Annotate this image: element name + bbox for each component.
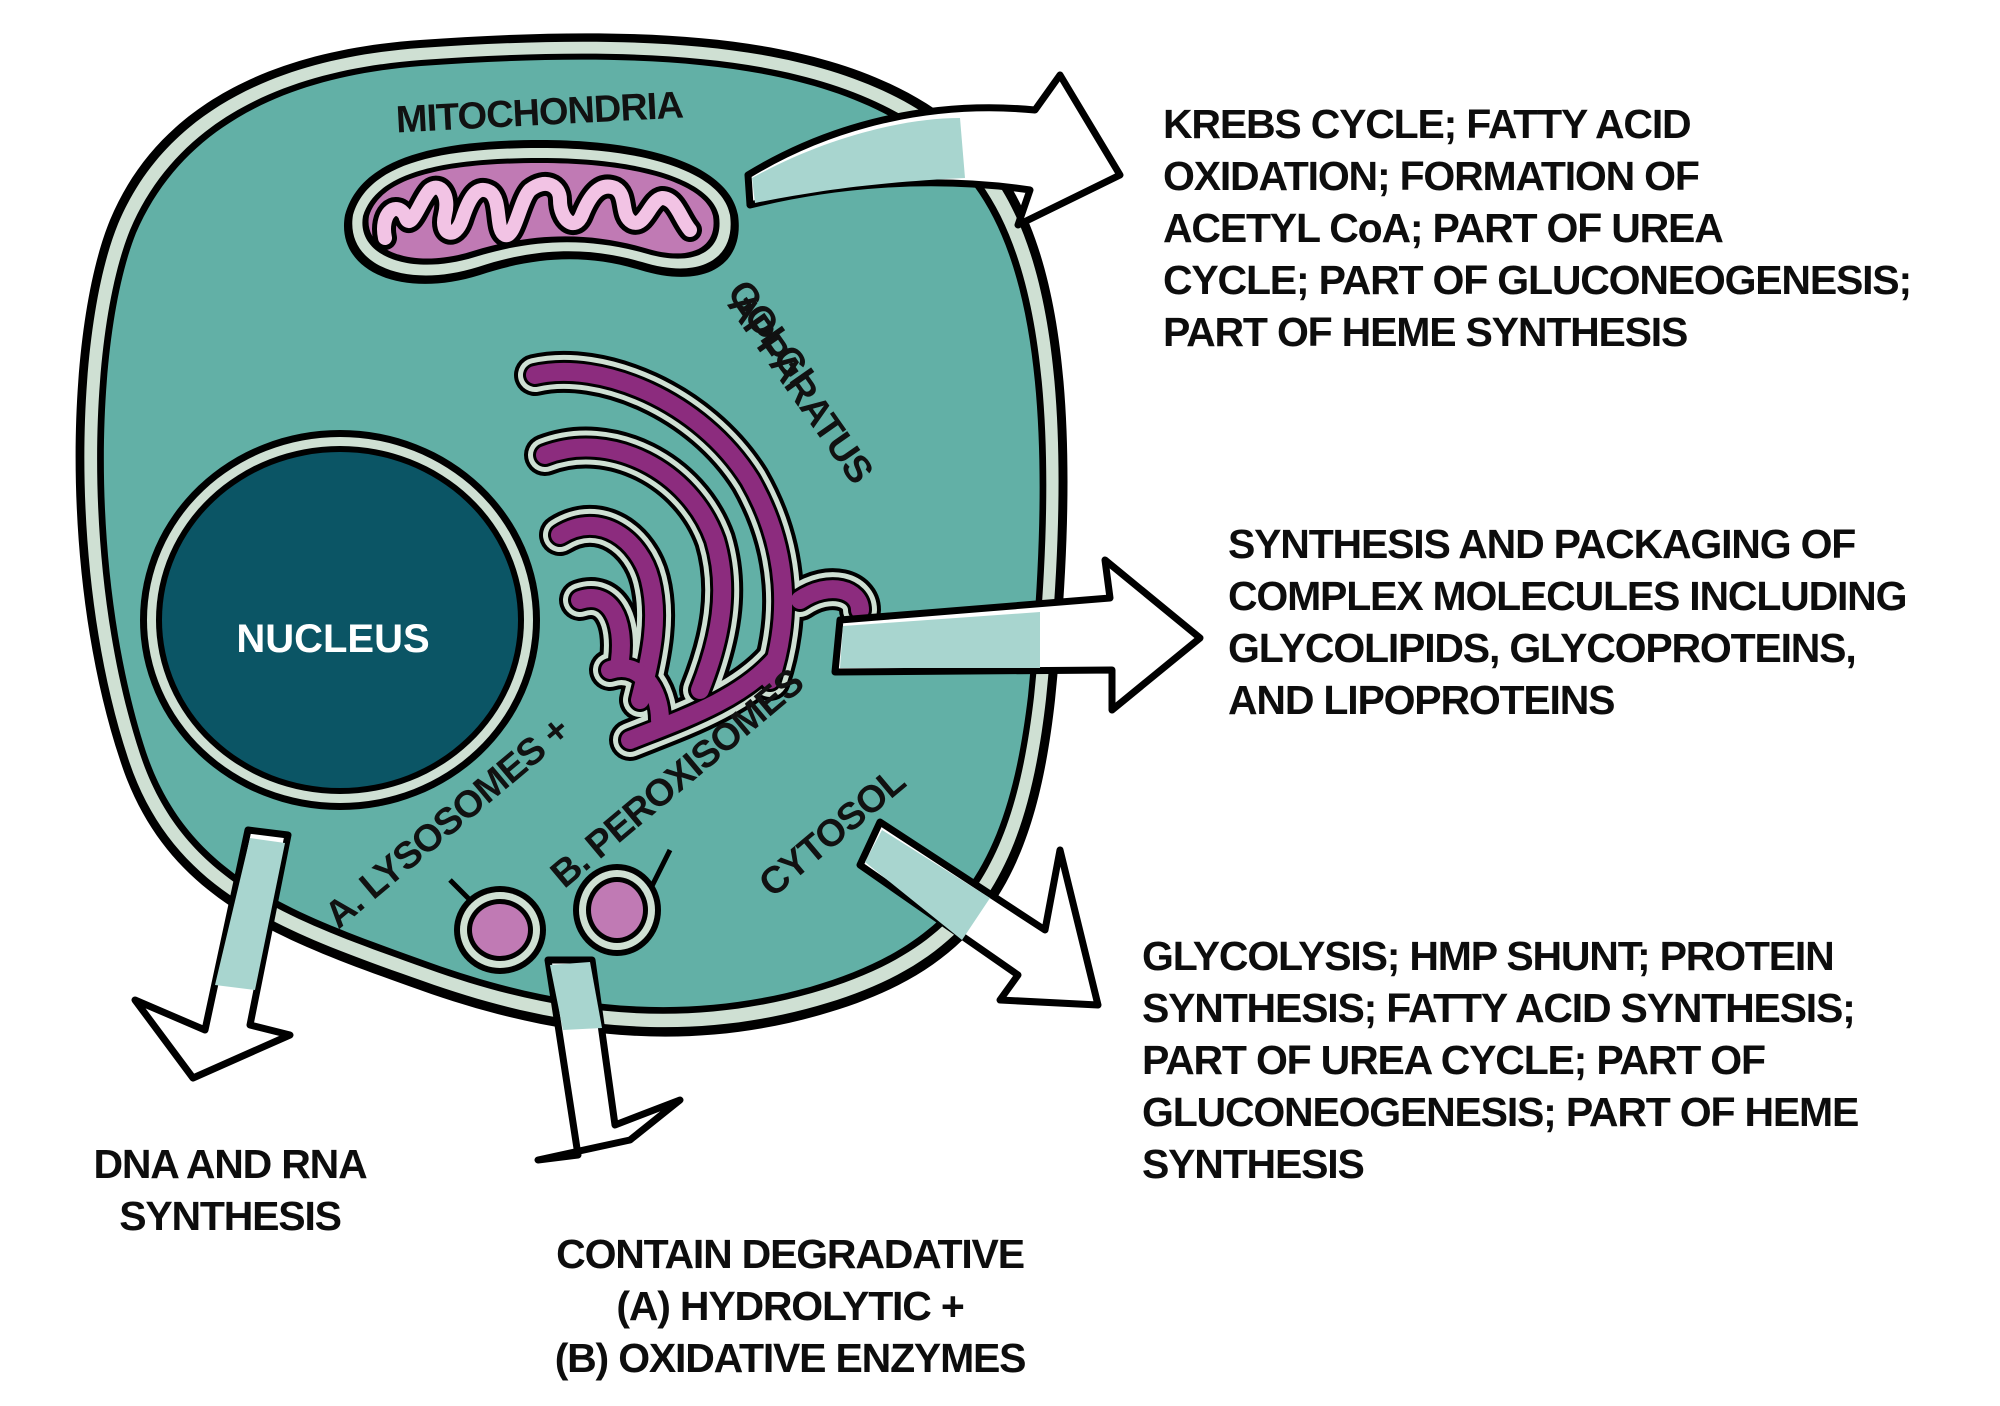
golgi-function-line: SYNTHESIS AND PACKAGING OF	[1228, 521, 1856, 567]
arrow-golgi-inside	[840, 612, 1040, 668]
nucleus-body	[162, 452, 518, 788]
mitochondria-function-line: PART OF HEME SYNTHESIS	[1163, 309, 1688, 355]
arrow-vesicles-inside	[550, 962, 602, 1030]
golgi-apparatus[interactable]	[514, 350, 881, 761]
mitochondria-function-line: ACETYL CoA; PART OF UREA	[1163, 205, 1724, 251]
cytosol-functions: GLYCOLYSIS; HMP SHUNT; PROTEIN SYNTHESIS…	[1142, 930, 1859, 1190]
nucleus-function-line: DNA AND RNA	[93, 1141, 367, 1187]
nucleus-label: NUCLEUS	[236, 617, 429, 661]
lysosome-body	[472, 904, 528, 956]
arrow-cytosol	[856, 818, 1102, 1009]
nucleus-function-line: SYNTHESIS	[119, 1193, 342, 1239]
golgi-function-line: COMPLEX MOLECULES INCLUDING	[1228, 573, 1907, 619]
cytosol-function-line: SYNTHESIS; FATTY ACID SYNTHESIS;	[1142, 985, 1856, 1031]
mitochondria[interactable]	[343, 140, 739, 284]
vesicle-function-line: (A) HYDROLYTIC +	[616, 1283, 964, 1329]
mitochondria-function-line: KREBS CYCLE; FATTY ACID	[1163, 101, 1692, 147]
golgi-functions: SYNTHESIS AND PACKAGING OF COMPLEX MOLEC…	[1228, 518, 1907, 726]
vesicle-function-line: (B) OXIDATIVE ENZYMES	[554, 1335, 1027, 1381]
vesicle-function-line: CONTAIN DEGRADATIVE	[556, 1231, 1025, 1277]
vesicle-functions: CONTAIN DEGRADATIVE (A) HYDROLYTIC + (B)…	[520, 1228, 1060, 1384]
cytosol-function-line: SYNTHESIS	[1142, 1141, 1365, 1187]
arrow-nucleus	[131, 826, 294, 1082]
arrow-mitochondria-inside	[752, 118, 965, 203]
mitochondria-cristae-fill	[377, 176, 697, 245]
peroxisome-pointer	[647, 848, 673, 892]
nucleus[interactable]: NUCLEUS	[140, 430, 540, 810]
cytosol-function-line: GLYCOLYSIS; HMP SHUNT; PROTEIN	[1142, 933, 1835, 979]
golgi-cisternae	[526, 362, 869, 749]
golgi-function-line: AND LIPOPROTEINS	[1228, 677, 1615, 723]
mitochondria-function-line: CYCLE; PART OF GLUCONEOGENESIS;	[1163, 257, 1912, 303]
nucleus-functions: DNA AND RNA SYNTHESIS	[60, 1138, 400, 1242]
mitochondria-functions: KREBS CYCLE; FATTY ACID OXIDATION; FORMA…	[1163, 98, 1912, 358]
mitochondria-function-line: OXIDATION; FORMATION OF	[1163, 153, 1700, 199]
arrow-cytosol-inside	[865, 830, 990, 940]
cytosol-function-line: GLUCONEOGENESIS; PART OF HEME	[1142, 1089, 1859, 1135]
arrow-mitochondria	[744, 71, 1124, 229]
arrow-golgi	[831, 556, 1204, 714]
cytosol-function-line: PART OF UREA CYCLE; PART OF	[1142, 1037, 1766, 1083]
peroxisome-body	[591, 882, 643, 938]
golgi-function-line: GLYCOLIPIDS, GLYCOPROTEINS,	[1228, 625, 1857, 671]
lysosome[interactable]	[448, 878, 546, 974]
arrow-nucleus-inside	[215, 838, 285, 990]
peroxisome[interactable]	[573, 848, 673, 956]
arrow-vesicles	[534, 956, 684, 1164]
